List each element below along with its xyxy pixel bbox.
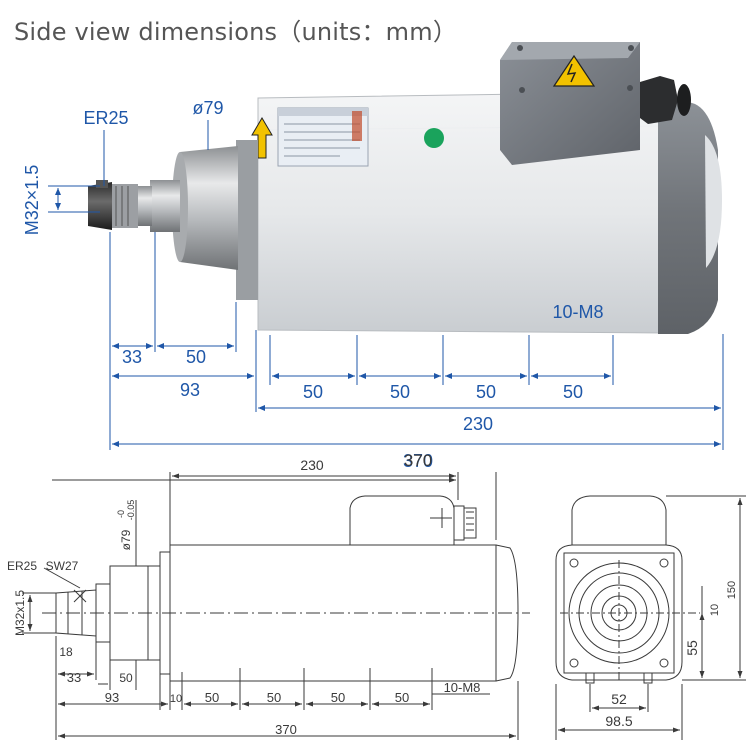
tech-wrench-label: SW27 xyxy=(46,559,79,573)
technical-end-view xyxy=(555,495,746,740)
tech-dim-50-nose-label: 50 xyxy=(119,671,133,685)
tech-dim-33-label: 33 xyxy=(67,670,81,685)
dim-50-b-label: 50 xyxy=(390,382,410,402)
tech-diameter-label: ø79 xyxy=(119,529,133,550)
technical-end-view-labels: 150 10 55 52 98.5 xyxy=(605,581,738,729)
tech-dim-93-label: 93 xyxy=(105,690,119,705)
collet-nut xyxy=(88,182,112,230)
mount-holes-label: 10-M8 xyxy=(552,302,603,322)
end-dim-55-label: 55 xyxy=(684,640,700,656)
tech-tol-lower-label: -0.05 xyxy=(126,500,136,521)
end-dim-98-5-label: 98.5 xyxy=(605,713,632,729)
dim-50-nose-label: 50 xyxy=(186,347,206,367)
tech-collet-label: ER25 xyxy=(7,559,37,573)
tech-dim-50-d-label: 50 xyxy=(395,690,409,705)
dim-370-label: 370 xyxy=(403,451,433,471)
technical-side-view xyxy=(22,472,530,740)
dim-50-a-label: 50 xyxy=(303,382,323,402)
dim-33-label: 33 xyxy=(122,347,142,367)
tech-thread-label: M32x1.5 xyxy=(13,590,27,636)
tech-dim-50-a-label: 50 xyxy=(205,690,219,705)
nose-diameter-label: ø79 xyxy=(192,98,223,118)
dim-230-label: 230 xyxy=(463,414,493,434)
tech-tol-upper-label: -0 xyxy=(116,510,126,518)
photo-dimension-labels: ER25 ø79 M32×1.5 10-M8 33 50 93 50 50 50… xyxy=(22,98,604,471)
dim-93-label: 93 xyxy=(180,380,200,400)
warning-icon xyxy=(552,54,596,87)
photo-dimensions xyxy=(48,120,724,450)
page-title: Side view dimensions（units：mm） xyxy=(14,18,458,46)
dim-50-c-label: 50 xyxy=(476,382,496,402)
collet-label: ER25 xyxy=(83,108,128,128)
tech-dim-230-label: 230 xyxy=(300,457,324,473)
rotation-arrow-icon xyxy=(251,117,273,159)
thread-label: M32×1.5 xyxy=(22,165,42,236)
spindle-photo xyxy=(88,42,722,334)
tech-dim-50-b-label: 50 xyxy=(267,690,281,705)
tech-dim-50-c-label: 50 xyxy=(331,690,345,705)
end-dim-52-label: 52 xyxy=(611,691,627,707)
end-dim-10-label: 10 xyxy=(709,604,721,616)
tech-holes-label: 10-M8 xyxy=(444,680,481,695)
junction-box xyxy=(500,42,691,165)
dim-50-d-label: 50 xyxy=(563,382,583,402)
tech-dim-370-top-label: 370 xyxy=(404,451,432,470)
end-dim-150-label: 150 xyxy=(726,581,738,599)
tech-dim-370-bottom-label: 370 xyxy=(275,722,297,737)
spindle-nose xyxy=(175,146,238,270)
tech-dim-18-label: 18 xyxy=(59,645,73,659)
tech-dim-10-label: 10 xyxy=(170,693,182,705)
inspection-sticker-icon xyxy=(424,128,444,148)
nameplate xyxy=(277,107,369,167)
technical-side-view-labels: 230 370 ø79 -0 -0.05 ER25 SW27 M32x1.5 1… xyxy=(7,451,480,737)
